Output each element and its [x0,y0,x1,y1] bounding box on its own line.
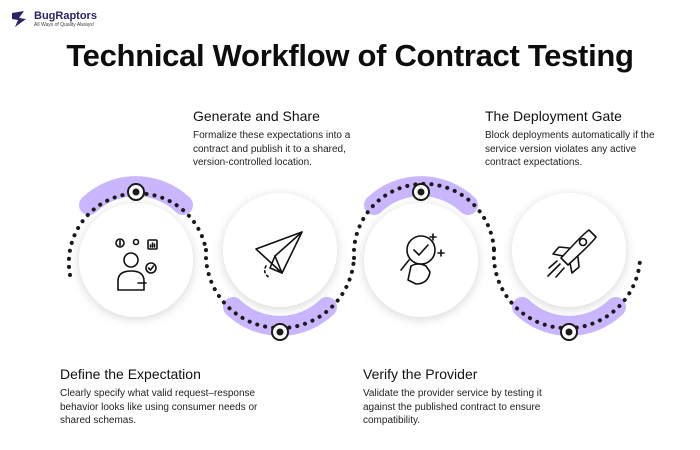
marker-4 [560,323,578,341]
marker-3 [412,183,430,201]
step-2-heading: Generate and Share [193,108,320,124]
brand-name: BugRaptors [34,10,97,22]
step-4-heading: The Deployment Gate [485,108,622,124]
step-generate-and-share: Generate and Share Formalize these expec… [193,108,383,170]
step-3-description: Validate the provider service by testing… [363,388,542,426]
step-3-heading: Verify the Provider [363,366,478,382]
bugraptors-logo-icon [12,11,26,27]
step-circle-1 [79,203,193,317]
magnifier-check-icon [400,233,445,285]
person-analytics-icon [115,238,158,291]
page-title: Technical Workflow of Contract Testing [66,38,634,73]
dotted-path-3 [351,181,496,260]
dotted-path-1 [66,191,208,277]
step-1-description: Clearly specify what valid request–respo… [60,388,258,426]
step-circle-2 [223,193,337,307]
step-deployment-gate: The Deployment Gate Block deployments au… [485,108,665,170]
step-4-description: Block deployments automatically if the s… [485,130,655,168]
step-circle-3 [364,203,478,317]
step-define-expectation: Define the Expectation Clearly specify w… [60,366,260,428]
marker-1 [127,183,145,201]
paper-plane-icon [255,231,303,279]
rocket-icon [547,229,597,278]
dotted-path-2 [203,248,356,331]
brand-logo: BugRaptors All Ways of Quality Always! [10,10,97,28]
step-verify-provider: Verify the Provider Validate the provide… [363,366,543,428]
step-1-heading: Define the Expectation [60,366,201,382]
brand-tagline: All Ways of Quality Always! [34,22,95,28]
marker-2 [271,323,289,341]
step-2-description: Formalize these expectations into a cont… [193,130,351,168]
